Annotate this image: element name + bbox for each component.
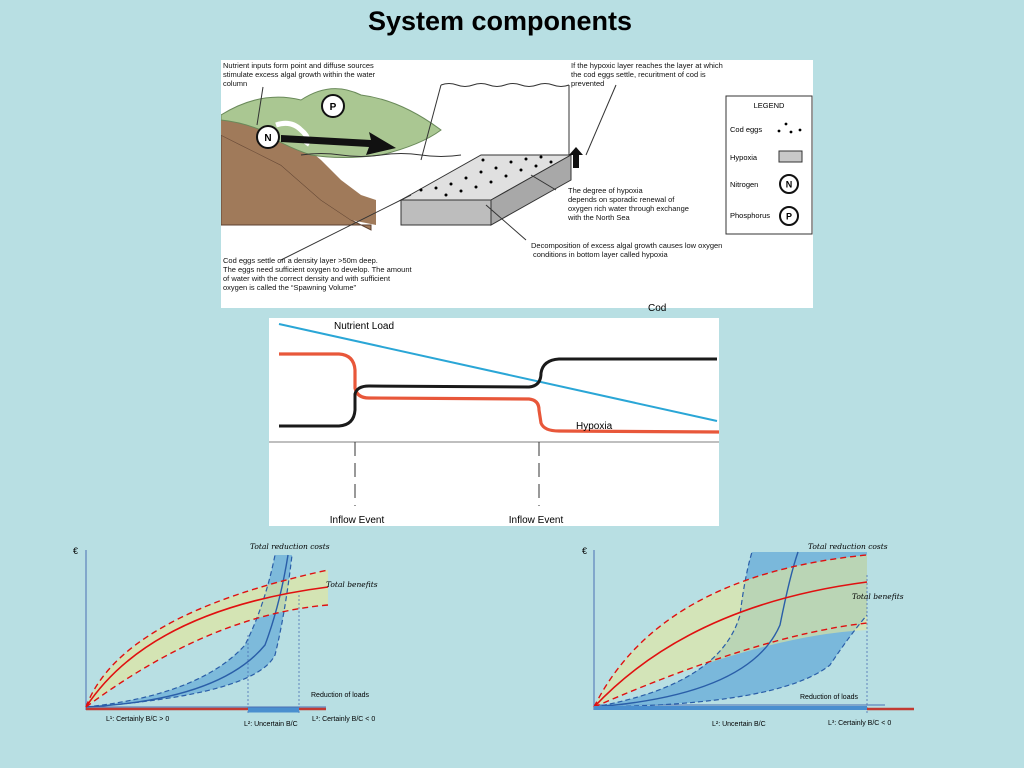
nutrient-load-label: Nutrient Load [334, 321, 394, 332]
land-slope [221, 120, 376, 225]
benefit-uncertainty-band-right [594, 555, 867, 707]
legend-nitrogen: Nitrogen [730, 180, 758, 189]
euro-axis-symbol-right: € [582, 546, 587, 556]
benefit-curve-left [85, 586, 329, 708]
benefit-band-upper-right [593, 554, 868, 708]
cod-eggs-legend-icon [777, 122, 802, 134]
nutrient-callout-line [256, 86, 264, 126]
legend-title: LEGEND [754, 101, 785, 110]
benefit-band-lower-right [593, 622, 868, 708]
region-l1-label-left: L¹: Certainly B/C > 0 [106, 716, 169, 723]
phosphorus-legend-icon [779, 206, 799, 226]
benefit-band-upper-left [85, 569, 329, 708]
eggs-callout-line [280, 194, 412, 261]
hypoxic-note: If the hypoxic layer reaches the layer a… [571, 61, 725, 88]
cod-curve [279, 357, 717, 428]
benefits-label-left: Total benefits [326, 580, 378, 589]
nutrient-load-line [278, 323, 718, 422]
cost-curve-left [85, 554, 289, 708]
cost-curve-right [593, 551, 799, 708]
phosphorus-circle [321, 94, 345, 118]
nitrogen-circle [256, 125, 280, 149]
eggs-note: Cod eggs settle on a density layer >50m … [223, 256, 414, 292]
inflow-event-label-1: Inflow Event [330, 515, 385, 526]
loads-label-left: Reduction of loads [311, 692, 369, 699]
water-surface [300, 153, 462, 157]
region-l2-label-right: L²: Uncertain B/C [712, 721, 766, 728]
fjord-system-diagram: N P Nutrient inputs form point and diffu… [221, 60, 813, 308]
legend-hypoxia: Hypoxia [730, 153, 758, 162]
cost-band-upper-left [85, 554, 276, 708]
benefit-curve-right [593, 581, 868, 708]
region-l2-label-left: L²: Uncertain B/C [244, 721, 298, 728]
nutrient-note: Nutrient inputs form point and diffuse s… [223, 61, 377, 88]
loads-label-right: Reduction of loads [800, 694, 858, 701]
hypoxic-callout-line [585, 84, 617, 156]
hypoxia-legend-swatch [778, 150, 803, 163]
nitrogen-legend-icon [779, 174, 799, 194]
legend-phosphorus: Phosphorus [730, 211, 770, 220]
cost-uncertainty-band-left [86, 555, 292, 707]
phosphorus-symbol: P [330, 102, 337, 113]
cost-band-lower-left [85, 554, 293, 708]
cost-benefit-chart-left: € Total reduction costs Total benefits R… [73, 542, 378, 728]
nitrogen-symbol: N [264, 133, 271, 144]
fjord-system-svg: N P Nutrient inputs form point and diffu… [221, 61, 813, 292]
up-arrow [569, 147, 583, 168]
decomposition-note: Decomposition of excess algal growth cau… [531, 241, 724, 259]
phosphorus-legend-symbol: P [786, 212, 792, 222]
legend-cod-eggs: Cod eggs [730, 125, 762, 134]
hypoxic-slab-front [400, 199, 492, 226]
degree-note: The degree of hypoxia depends on sporadi… [567, 186, 691, 222]
regime-shift-svg: Nutrient Load Hypoxia Inflow Event Inflo… [269, 321, 719, 526]
cost-benefit-chart-right: € Total reduction costs Total benefits R… [582, 542, 914, 728]
flow-arrow [281, 132, 396, 155]
region-l3-label-right: L³: Certainly B/C < 0 [828, 720, 891, 727]
hypoxic-slab-side [490, 154, 572, 226]
wavy-surface [440, 83, 570, 87]
regime-shift-diagram: Nutrient Load Hypoxia Inflow Event Inflo… [269, 318, 719, 526]
decomposition-callout-line [485, 204, 527, 241]
benefit-band-lower-left [85, 604, 329, 708]
hypoxia-label: Hypoxia [576, 421, 613, 432]
benefits-label-right: Total benefits [852, 592, 904, 601]
degree-callout-line [530, 174, 557, 191]
euro-axis-symbol-left: € [73, 546, 78, 556]
legend-box [725, 95, 813, 235]
legend: LEGEND Cod eggs Hypoxia Nitrogen N Phosp… [725, 95, 813, 235]
hypoxia-curve [279, 352, 719, 434]
benefit-uncertainty-band-left [86, 570, 328, 707]
cost-band-upper-right [593, 551, 753, 708]
page-title: System components [367, 6, 633, 36]
region-l3-label-left: L³: Certainly B/C < 0 [312, 716, 375, 723]
costs-label-left: Total reduction costs [250, 542, 330, 551]
cod-eggs-dots [419, 155, 553, 197]
costs-label-right: Total reduction costs [808, 542, 888, 551]
cod-label: Cod [648, 303, 667, 314]
inflow-event-label-2: Inflow Event [509, 515, 564, 526]
nitrogen-legend-symbol: N [786, 180, 793, 190]
